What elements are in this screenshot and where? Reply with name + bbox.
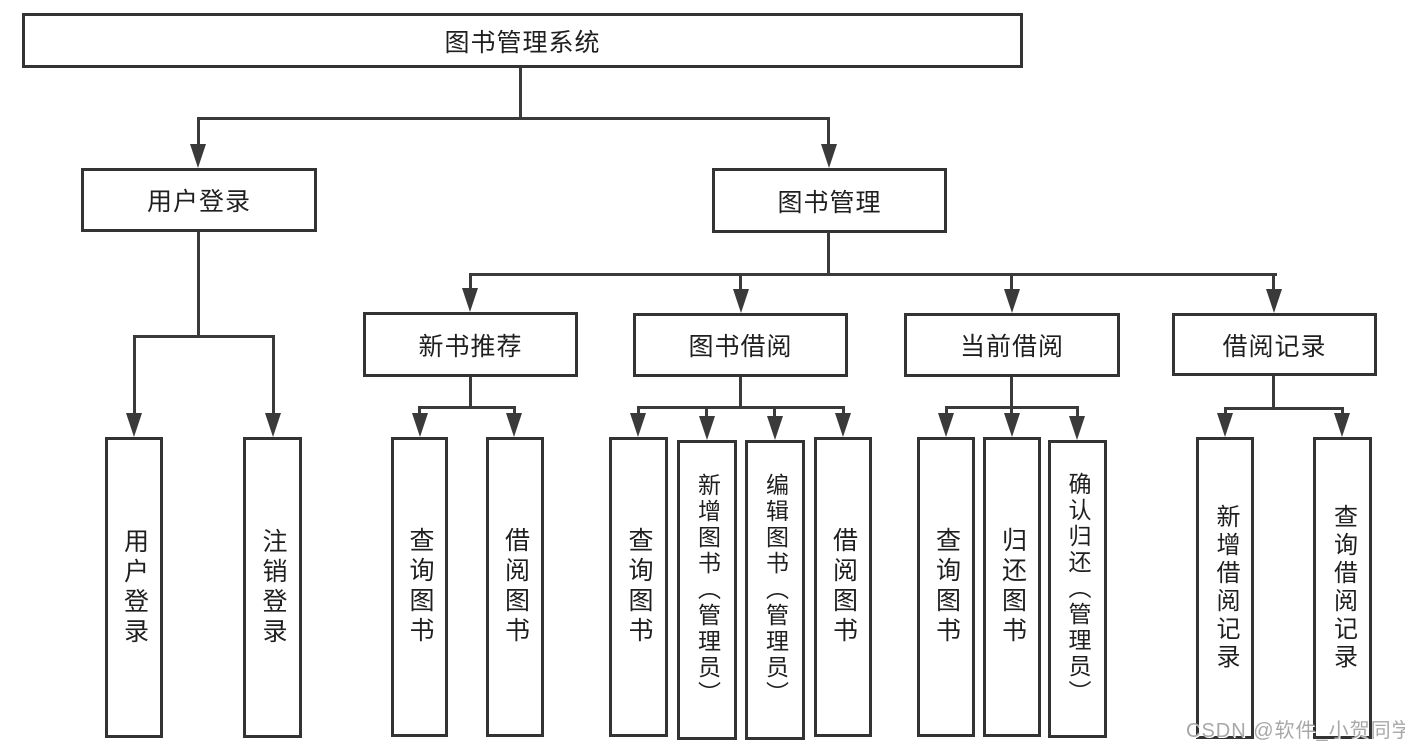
connector-line [1341, 407, 1344, 416]
connector-line [1224, 407, 1227, 416]
arrowhead [506, 413, 522, 437]
leaf-logout: 注销登录 [243, 437, 302, 738]
node-book-borrowing: 图书借阅 [633, 313, 848, 377]
leaf-query-books-current: 查询图书 [917, 437, 975, 737]
arrowhead [835, 413, 851, 437]
connector-line [418, 406, 516, 409]
leaf-query-books-borrowing: 查询图书 [609, 437, 668, 737]
arrowhead [462, 288, 478, 312]
arrowhead [1334, 413, 1350, 437]
arrowhead [1069, 416, 1085, 440]
connector-line [827, 232, 830, 276]
leaf-borrow-books-recommend: 借阅图书 [486, 437, 544, 737]
arrowhead [821, 144, 837, 168]
arrowhead [1004, 289, 1020, 313]
connector-line [513, 406, 516, 416]
arrowhead [412, 413, 428, 437]
leaf-query-books-recommend: 查询图书 [391, 437, 448, 737]
connector-line [1010, 273, 1013, 290]
connector-line [469, 273, 1277, 276]
leaf-user-login: 用户登录 [105, 437, 163, 738]
root-node-library-system: 图书管理系统 [22, 13, 1023, 68]
connector-line [842, 406, 845, 416]
connector-line [1010, 377, 1013, 409]
node-new-book-recommend: 新书推荐 [363, 312, 578, 377]
leaf-add-borrow-record: 新增借阅记录 [1196, 437, 1254, 739]
leaf-return-books: 归还图书 [983, 437, 1041, 737]
arrowhead [630, 413, 646, 437]
connector-line [945, 406, 948, 416]
connector-line [133, 335, 136, 415]
arrowhead [1217, 413, 1233, 437]
connector-line [637, 406, 640, 416]
arrowhead [767, 416, 783, 440]
connector-line [197, 117, 200, 145]
leaf-confirm-return-admin: 确认归还（管理员） [1048, 440, 1107, 738]
arrowhead [1004, 413, 1020, 437]
leaf-add-books-admin: 新增图书（管理员） [677, 440, 737, 740]
connector-line [1272, 273, 1275, 290]
connector-line [469, 273, 472, 289]
connector-line [773, 406, 776, 418]
connector-line [197, 117, 830, 120]
connector-line [827, 117, 830, 145]
arrowhead [733, 289, 749, 313]
connector-line [1010, 406, 1013, 416]
connector-line [418, 406, 421, 416]
arrowhead [1266, 289, 1282, 313]
connector-line [705, 406, 708, 418]
connector-line [739, 377, 742, 409]
csdn-watermark: CSDN @软件_小贺同学 [1186, 720, 1405, 742]
node-current-borrowing: 当前借阅 [904, 313, 1120, 377]
arrowhead [190, 144, 206, 168]
connector-line [519, 68, 522, 120]
arrowhead [938, 413, 954, 437]
node-user-login: 用户登录 [81, 168, 317, 232]
leaf-borrow-books: 借阅图书 [814, 437, 872, 737]
arrowhead [699, 416, 715, 440]
connector-line [1076, 406, 1079, 418]
connector-line [133, 335, 275, 338]
connector-line [197, 232, 200, 338]
connector-line [1224, 407, 1344, 410]
leaf-query-borrow-record: 查询借阅记录 [1313, 437, 1372, 739]
connector-line [739, 273, 742, 290]
connector-line [469, 377, 472, 409]
node-book-management: 图书管理 [712, 168, 947, 233]
arrowhead [126, 413, 142, 437]
arrowhead [265, 413, 281, 437]
connector-line [637, 406, 845, 409]
connector-line [272, 335, 275, 415]
node-borrowing-records: 借阅记录 [1172, 313, 1377, 376]
leaf-edit-books-admin: 编辑图书（管理员） [745, 440, 805, 740]
connector-line [1272, 376, 1275, 410]
